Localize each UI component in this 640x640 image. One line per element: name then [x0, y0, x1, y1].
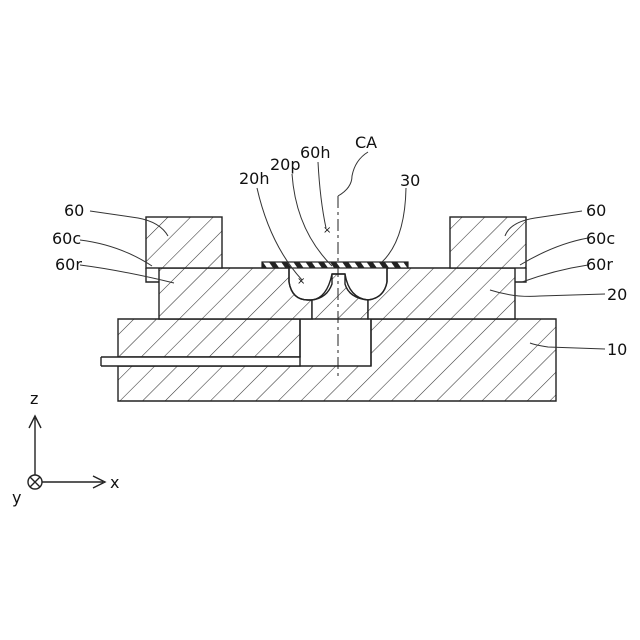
- label-20p: 20p: [270, 155, 301, 174]
- label-20: 20: [607, 285, 627, 304]
- axis-label-x: x: [110, 473, 119, 492]
- label-30: 30: [400, 171, 420, 190]
- point-markers: × ×: [297, 225, 331, 287]
- label-60-right: 60: [586, 201, 606, 220]
- circle-cross-icon: [28, 475, 42, 489]
- coordinate-axes: z x y: [12, 389, 119, 507]
- membrane-30: [262, 262, 408, 268]
- svg-text:×: ×: [297, 276, 305, 287]
- label-60-left: 60: [64, 201, 84, 220]
- layer-20: [159, 268, 515, 319]
- axis-label-z: z: [30, 389, 38, 408]
- label-60h: 60h: [300, 143, 331, 162]
- label-60r-left: 60r: [55, 255, 82, 274]
- label-60c-right: 60c: [586, 229, 615, 248]
- label-10: 10: [607, 340, 627, 359]
- label-ca: CA: [355, 133, 377, 152]
- base-plate-10: [101, 319, 556, 401]
- axis-label-y: y: [12, 488, 21, 507]
- svg-text:×: ×: [323, 225, 331, 236]
- label-20h: 20h: [239, 169, 270, 188]
- label-60r-right: 60r: [586, 255, 613, 274]
- label-60c-left: 60c: [52, 229, 81, 248]
